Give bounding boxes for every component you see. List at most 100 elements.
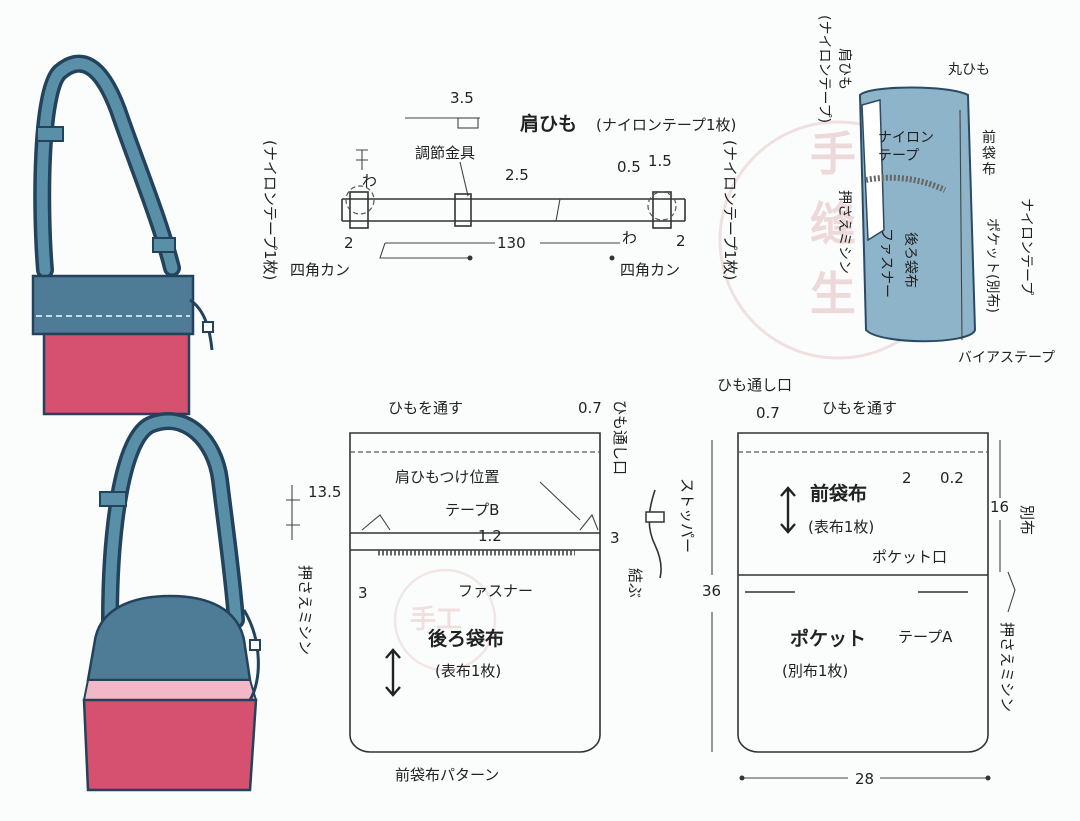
back-caption: 前袋布パターン [395, 766, 499, 784]
front-dim-36: 36 [702, 582, 721, 600]
front-himo-toosu: ひもを通す [822, 399, 897, 417]
back-sub: (表布1枚) [435, 662, 501, 680]
side-nylon-1: ナイロン [878, 130, 934, 146]
leader-dot-left [467, 255, 473, 261]
strap-fill-2 [104, 415, 242, 626]
dim-2-5: 2.5 [505, 166, 529, 184]
maebukuro-2: 袋 [982, 146, 996, 162]
ring-right-label: 四角カン [620, 261, 680, 279]
osae-detail-icon [1007, 571, 1016, 613]
back-dim-12: 1.2 [478, 527, 502, 545]
watermark-char-3: 生 [810, 267, 856, 321]
ring-left-label: 四角カン [290, 261, 350, 279]
bag-pink-pocket [42, 332, 191, 416]
adjuster-buckle-icon [454, 193, 472, 227]
dim-28-dot-left [739, 775, 745, 781]
front-dim-28: 28 [855, 770, 874, 788]
front-dim-2: 2 [902, 469, 912, 487]
wa-left: わ [362, 172, 377, 190]
side-bag-body [858, 86, 977, 343]
leader-dot-right [609, 255, 615, 261]
bag-illustration-bottom [82, 412, 261, 792]
side-right-nylon: ナイロンテープ [1018, 198, 1034, 295]
strap-body [342, 198, 685, 222]
adjuster-label: 調節金具 [415, 144, 475, 162]
back-himo-toosu: ひもを通す [388, 399, 463, 417]
strap-buckle-icon [36, 126, 64, 142]
front-pattern-outline [737, 432, 989, 753]
wa-right: わ [622, 229, 637, 247]
front-dim-07: 0.7 [756, 404, 780, 422]
back-himo-guchi: ひも通し口 [611, 400, 629, 475]
strap-break-mark [555, 198, 561, 222]
adjuster-leader [459, 161, 469, 197]
grain-arrow-icon [385, 648, 401, 697]
stopper-icon-2 [249, 639, 261, 651]
gathered-bag-top [86, 594, 252, 682]
bias-tape-label: バイアステープ [958, 350, 1055, 366]
side-ushiro-label: 後ろ袋布 [902, 232, 918, 288]
side-nylon-2: テープ [878, 148, 919, 164]
ring-left-leader [379, 242, 470, 259]
pocket-sub: (別布1枚) [782, 662, 848, 680]
dim-2-right: 2 [676, 232, 686, 250]
stopper-diagram: ストッパー 結ぶ [626, 478, 696, 598]
pocket-title: ポケット [790, 627, 866, 650]
dim-130: 130 [497, 234, 526, 252]
side-kata-label: 肩ひも [836, 48, 852, 90]
front-guchi: ひも通し口 [717, 376, 792, 394]
front-dim-16: 16 [990, 498, 1009, 516]
ring-detail-left-icon [356, 149, 368, 170]
strap-diagram: 3.5 肩ひも (ナイロンテープ1枚) 調節金具 2.5 0.5 1.5 わ わ… [261, 89, 739, 280]
watermark-small-ring [393, 568, 497, 672]
fold-circle-right [647, 191, 677, 221]
stopper-bead-icon [645, 511, 665, 523]
front-betsu: 別布 [1018, 505, 1036, 535]
side-paren-label: (ナイロンテープ) [816, 15, 832, 123]
side-right-label: (ナイロンテープ1枚) [721, 140, 739, 280]
strap-title: 肩ひも [520, 112, 577, 135]
back-tape-b: テープB [445, 501, 499, 519]
strap-width-dim: 3.5 [450, 89, 474, 107]
watermark-large: 手 缝 生 [718, 120, 958, 360]
back-osae: 押さえミシン [296, 565, 314, 655]
pocket-mouth-label: ポケット口 [872, 548, 947, 566]
dim-2-left: 2 [344, 234, 354, 252]
side-front-edge [959, 109, 963, 341]
side-strap-tab [861, 99, 885, 242]
drawstring-icon-2 [242, 609, 260, 701]
strap-ends [341, 199, 686, 221]
watermark-small: 手工 [393, 568, 497, 672]
maebukuro-1: 前 [982, 129, 996, 146]
watermark-char-2: 缝 [810, 197, 856, 251]
kata-pos-leader [539, 481, 581, 521]
maebukuro-3: 布 [982, 162, 996, 178]
back-kata-pos: 肩ひもつけ位置 [395, 468, 499, 486]
adjuster-small-icon [457, 117, 479, 129]
side-zipper-icon [865, 174, 947, 193]
dim-0-5: 0.5 [617, 158, 641, 176]
front-sub: (表布1枚) [808, 518, 874, 536]
back-dim-135: 13.5 [308, 483, 341, 501]
watermark-char-1: 手 [810, 127, 856, 181]
knot-label: 結ぶ [626, 568, 644, 598]
side-pocket-label: ポケット(別布) [984, 218, 1000, 313]
side-view-diagram: (ナイロンテープ) 肩ひも 丸ひも ナイロン テープ 前 袋 布 押さえミシン … [816, 15, 1055, 366]
back-dim-07: 0.7 [578, 399, 602, 417]
bag-top-panel [31, 274, 195, 336]
strap-ring-icon [152, 237, 176, 253]
watermark-small-text: 手工 [410, 605, 462, 635]
back-pattern-diagram: ひもを通す 0.7 ひも通し口 肩ひもつけ位置 テープB 1.2 3 3 ファス… [286, 399, 629, 784]
back-title: 後ろ袋布 [428, 627, 504, 650]
fold-circle-left [345, 185, 375, 215]
back-dim-3a: 3 [610, 529, 620, 547]
front-dim-02: 0.2 [940, 469, 964, 487]
strap-buckle-icon-2 [99, 491, 127, 507]
cord-icon [648, 489, 662, 579]
tape-a-label: テープA [898, 628, 953, 646]
square-ring-right-icon [652, 191, 672, 229]
back-tape-b-band [350, 532, 600, 551]
strap-title-sub: (ナイロンテープ1枚) [596, 116, 736, 134]
